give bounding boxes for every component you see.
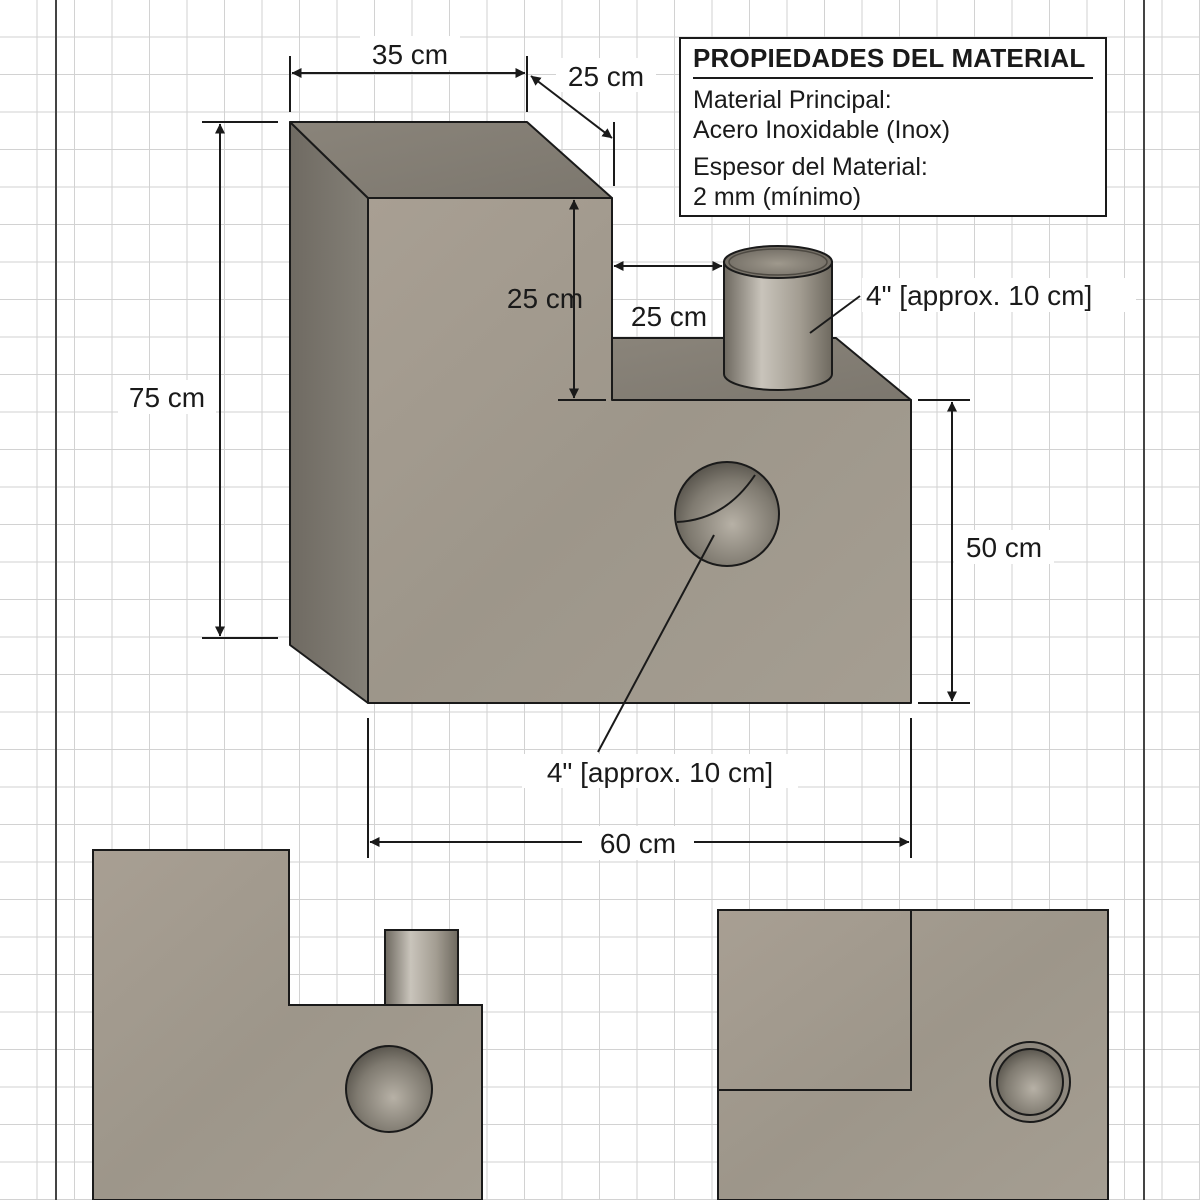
dim-top-depth: 25 cm: [568, 61, 644, 92]
thickness-value: 2 mm (mínimo): [693, 183, 862, 211]
iso-inlet-hole: [674, 461, 780, 567]
main-material-value: Acero Inoxidable (Inox): [693, 116, 951, 144]
material-properties-box: PROPIEDADES DEL MATERIAL Material Princi…: [679, 37, 1107, 217]
dim-total-height: 75 cm: [129, 382, 205, 413]
iso-side-face: [289, 121, 369, 704]
plan-view: [717, 909, 1109, 1200]
front-elevation-body: [92, 849, 483, 1200]
iso-front-face: [367, 197, 912, 704]
front-elevation-hole: [345, 1045, 433, 1133]
thickness-label: Espesor del Material:: [693, 153, 928, 181]
iso-flue-pipe: [723, 245, 833, 391]
dim-flue-diameter: 4" [approx. 10 cm]: [866, 280, 1092, 311]
dim-step-width: 25 cm: [631, 301, 707, 332]
plan-view-upper-block-outline: [718, 910, 912, 1091]
dim-inlet-diameter: 4" [approx. 10 cm]: [547, 757, 773, 788]
dim-total-width: 60 cm: [600, 828, 676, 859]
material-properties-title: PROPIEDADES DEL MATERIAL: [693, 43, 1093, 79]
front-elevation-pipe: [384, 929, 459, 1007]
isometric-view: [289, 121, 912, 704]
main-material-label: Material Principal:: [693, 86, 892, 114]
dim-step-height: 25 cm: [507, 283, 583, 314]
front-elevation-view: [92, 849, 483, 1200]
plan-view-flue-inner: [996, 1048, 1064, 1116]
dim-lower-height: 50 cm: [966, 532, 1042, 563]
dim-top-width: 35 cm: [372, 39, 448, 70]
dimension-lines: [202, 56, 970, 858]
